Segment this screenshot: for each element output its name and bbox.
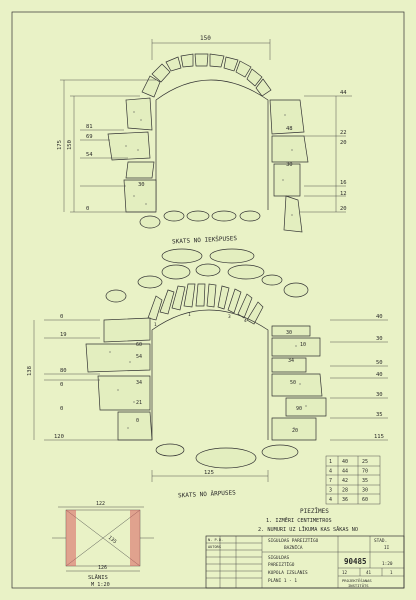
bottom-left-level-6: 0 <box>60 406 63 412</box>
legend-cell: 35 <box>362 478 368 484</box>
title-center-4: PAREIZTĪGO <box>268 561 295 568</box>
title-center-1: SIGULDAS PAREIZTĪGO <box>268 537 319 544</box>
bottom-right-outer-6: 35 <box>376 412 383 418</box>
bottom-elevation-view: 1 1 3 4 125 0 19 80 0 138 0 120 60 54 34… <box>27 248 388 499</box>
bottom-left-level-7: 120 <box>54 434 64 440</box>
legend-cell: 3 <box>329 488 332 494</box>
legend-cell: 1 <box>329 459 332 465</box>
legend-cell: 60 <box>362 497 368 503</box>
top-left-level-3: 54 <box>86 152 93 158</box>
legend-cell: 7 <box>329 478 332 484</box>
plan-scale: M 1:20 <box>91 582 110 588</box>
top-left-level-5: 0 <box>86 206 89 212</box>
top-left-level-2: 69 <box>86 134 93 140</box>
title-block: N. P.D. AUTORS SIGULDAS PAREIZTĪGO BAZNĪ… <box>205 535 405 589</box>
top-right-level-5: 30 <box>286 162 293 168</box>
top-left-dim-outer: 175 <box>57 140 63 150</box>
notes-title: PIEZĪMES <box>300 508 329 515</box>
bottom-right-mid-4: 50 <box>290 380 296 386</box>
bottom-right-outer-7: 115 <box>374 434 384 440</box>
title-left-row-2: AUTORS <box>208 545 221 549</box>
sheet-cell-1: 12 <box>342 570 348 575</box>
bottom-right-outer-4: 40 <box>376 372 383 378</box>
top-width-dim: 150 <box>200 35 211 42</box>
title-left-row-1: N. P.D. <box>208 538 223 542</box>
top-elevation-view: 150 <box>57 35 352 245</box>
plan-caption: SLĀNIS <box>88 574 108 581</box>
bottom-right-mid-1: 30 <box>286 330 292 336</box>
notes-line-2: 2. NUMURI UZ LĪKUMA KAS SĀKAS NO <box>258 526 358 533</box>
notes-block: PIEZĪMES 1. IZMĒRI CENTIMETROS 2. NUMURI… <box>258 508 358 533</box>
bottom-right-mid-3: 34 <box>288 358 294 364</box>
legend-cell: 28 <box>342 488 348 494</box>
legend-cell: 4 <box>329 497 332 503</box>
sheet-cell-3: 1 <box>390 570 393 575</box>
bottom-width-dim: 125 <box>204 470 214 476</box>
voussoir-number: 1 <box>188 312 191 318</box>
bottom-mid-level-3: 34 <box>136 380 142 386</box>
plan-dim-top: 122 <box>96 501 105 507</box>
bottom-mid-level-5: 0 <box>136 418 139 424</box>
bottom-right-outer-1: 40 <box>376 314 383 320</box>
title-center-6: PLĀNI 1 - 1 <box>268 577 297 584</box>
bottom-right-mid-6: 20 <box>292 428 298 434</box>
drawing-number: 90485 <box>344 557 367 566</box>
bottom-right-outer-3: 50 <box>376 360 383 366</box>
title-right-2: II <box>384 545 390 551</box>
top-left-dim-inner: 150 <box>67 140 73 150</box>
title-right-1: STAD. <box>374 538 387 544</box>
top-right-level-8: 20 <box>340 206 347 212</box>
top-right-level-4: 20 <box>340 140 347 146</box>
bottom-left-level-1: 0 <box>60 314 63 320</box>
legend-cell: 44 <box>342 469 348 475</box>
bottom-right-mid-5: 90 <box>296 406 302 412</box>
top-right-level-3: 22 <box>340 130 347 136</box>
voussoir-number: 1 <box>154 322 157 328</box>
bottom-left-level-5: 138 <box>27 366 33 376</box>
title-right-3: 1:20 <box>382 561 393 567</box>
bottom-view-caption: SKATS NO ĀRPUSES <box>178 489 236 499</box>
title-center-5: KUPOLA IZSLĀNIS <box>268 569 308 576</box>
legend-cell: 70 <box>362 469 368 475</box>
org-line-1: PROJEKTĒŠANAS <box>342 578 372 583</box>
voussoir-number: 4 <box>244 318 247 324</box>
voussoir-number: 3 <box>228 314 231 320</box>
top-left-level-1: 81 <box>86 124 93 130</box>
top-right-level-6: 16 <box>340 180 347 186</box>
org-line-2: INSTITŪTS <box>348 583 369 588</box>
bottom-mid-level-1: 60 <box>136 342 142 348</box>
plan-dim-bottom: 126 <box>98 565 107 571</box>
legend-cell: 42 <box>342 478 348 484</box>
legend-cell: 40 <box>342 459 348 465</box>
bottom-right-mid-2: 10 <box>300 342 306 348</box>
legend-cell: 30 <box>362 488 368 494</box>
plan-dim-diag: 135 <box>107 535 118 545</box>
bottom-mid-level-4: 21 <box>136 400 142 406</box>
notes-line-1: 1. IZMĒRI CENTIMETROS <box>266 517 332 524</box>
bottom-left-level-3: 80 <box>60 368 67 374</box>
top-view-caption: SKATS NO IEKŠPUSES <box>172 235 238 245</box>
top-right-level-2: 48 <box>286 126 293 132</box>
bottom-mid-level-2: 54 <box>136 354 142 360</box>
plan-section: 122 135 126 SLĀNIS M 1:20 <box>52 501 154 588</box>
bottom-left-level-2: 19 <box>60 332 67 338</box>
sheet-cell-2: 41 <box>366 570 372 575</box>
bottom-left-level-4: 0 <box>60 382 63 388</box>
bottom-right-outer-5: 30 <box>376 392 383 398</box>
bottom-right-outer-2: 30 <box>376 336 383 342</box>
title-center-2: BAZNĪCA <box>284 544 303 551</box>
top-right-level-1: 44 <box>340 90 347 96</box>
top-left-level-4: 30 <box>138 182 145 188</box>
legend-cell: 25 <box>362 459 368 465</box>
legend-cell: 36 <box>342 497 348 503</box>
legend-cell: 4 <box>329 469 332 475</box>
top-right-level-7: 12 <box>340 191 347 197</box>
title-center-3: SIGULDAS <box>268 555 290 561</box>
